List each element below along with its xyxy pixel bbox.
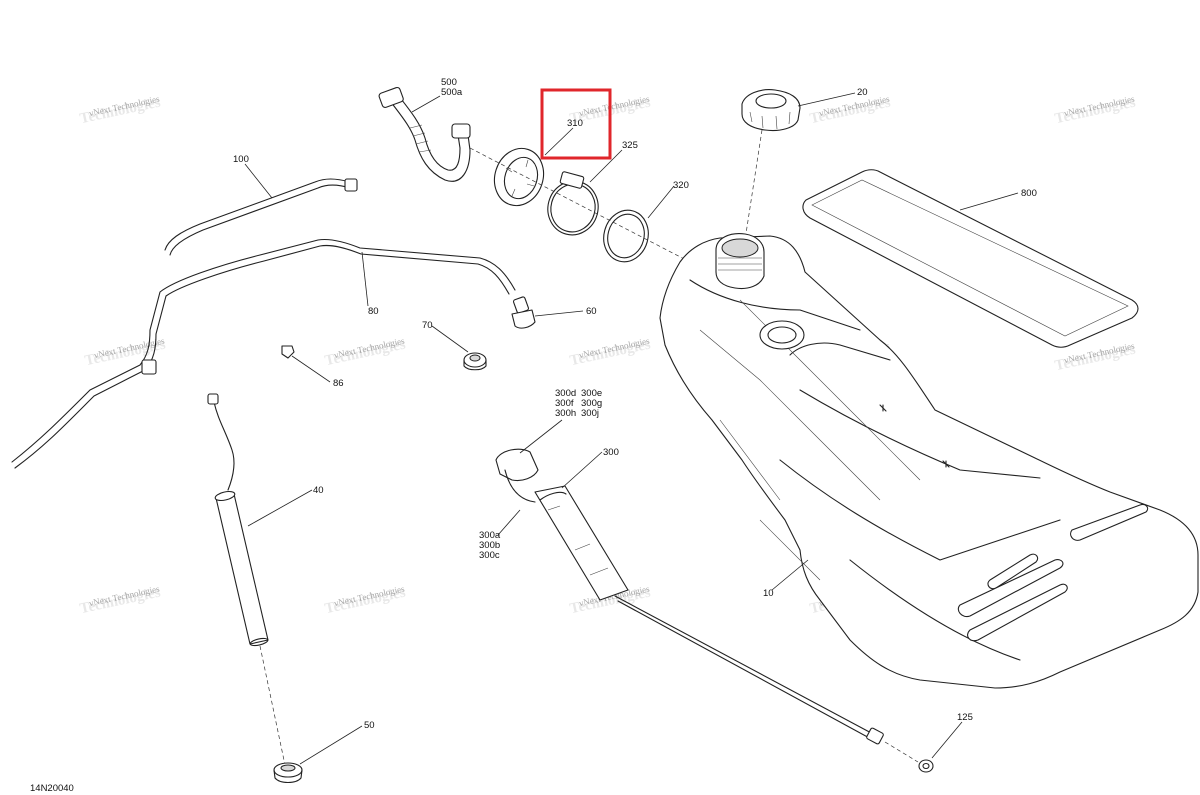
label-50: 50 <box>364 720 375 731</box>
part-125-washer[interactable] <box>918 759 934 773</box>
label-310[interactable]: 310 <box>567 118 583 129</box>
label-300b: 300b <box>479 540 500 551</box>
label-325: 325 <box>622 140 638 151</box>
part-20-fuel-cap[interactable] <box>741 89 801 132</box>
label-300a: 300a <box>479 530 501 541</box>
part-300-fuel-pump[interactable] <box>495 448 884 745</box>
label-300j: 300j <box>581 408 599 419</box>
label-70: 70 <box>422 320 433 331</box>
label-100: 100 <box>233 154 249 165</box>
label-500a: 500a <box>441 87 463 98</box>
label-125: 125 <box>957 712 973 723</box>
label-300e: 300e <box>581 388 602 399</box>
highlight-box <box>540 88 612 160</box>
label-500: 500 <box>441 77 457 88</box>
part-320-o-ring[interactable] <box>598 205 654 267</box>
label-60: 60 <box>586 306 597 317</box>
label-10: 10 <box>763 588 774 599</box>
label-300h: 300h <box>555 408 576 419</box>
label-80: 80 <box>368 306 379 317</box>
part-labels: 500 500a 310 325 320 20 800 100 80 60 70… <box>30 77 1037 794</box>
part-310-lock-ring[interactable] <box>487 142 551 212</box>
part-800-pad[interactable] <box>802 169 1139 348</box>
diagram-code: 14N20040 <box>30 783 74 794</box>
label-300f: 300f <box>555 398 574 409</box>
leader-lines <box>244 92 1019 765</box>
part-40-fuel-level-sender[interactable] <box>207 393 269 647</box>
label-86: 86 <box>333 378 344 389</box>
label-320: 320 <box>673 180 689 191</box>
washer-axis <box>884 741 919 763</box>
cap-axis <box>744 129 763 241</box>
sender-axis <box>259 645 286 766</box>
part-10-fuel-tank[interactable] <box>659 233 1199 689</box>
label-300: 300 <box>603 447 619 458</box>
part-70-grommet[interactable] <box>463 352 487 371</box>
assembly-axis <box>469 147 691 263</box>
label-800: 800 <box>1021 188 1037 199</box>
part-50-plug[interactable] <box>273 762 303 784</box>
part-500-filler-hose[interactable] <box>378 86 471 182</box>
label-300d: 300d <box>555 388 576 399</box>
label-300c: 300c <box>479 550 500 561</box>
part-86-clip[interactable] <box>281 345 295 359</box>
label-20: 20 <box>857 87 868 98</box>
part-100-vent-tube[interactable] <box>164 178 358 256</box>
label-40: 40 <box>313 485 324 496</box>
part-60-valve[interactable] <box>511 296 536 329</box>
part-325-clamp[interactable] <box>542 171 604 240</box>
part-80-breather-tube[interactable] <box>11 238 516 469</box>
label-300g: 300g <box>581 398 602 409</box>
